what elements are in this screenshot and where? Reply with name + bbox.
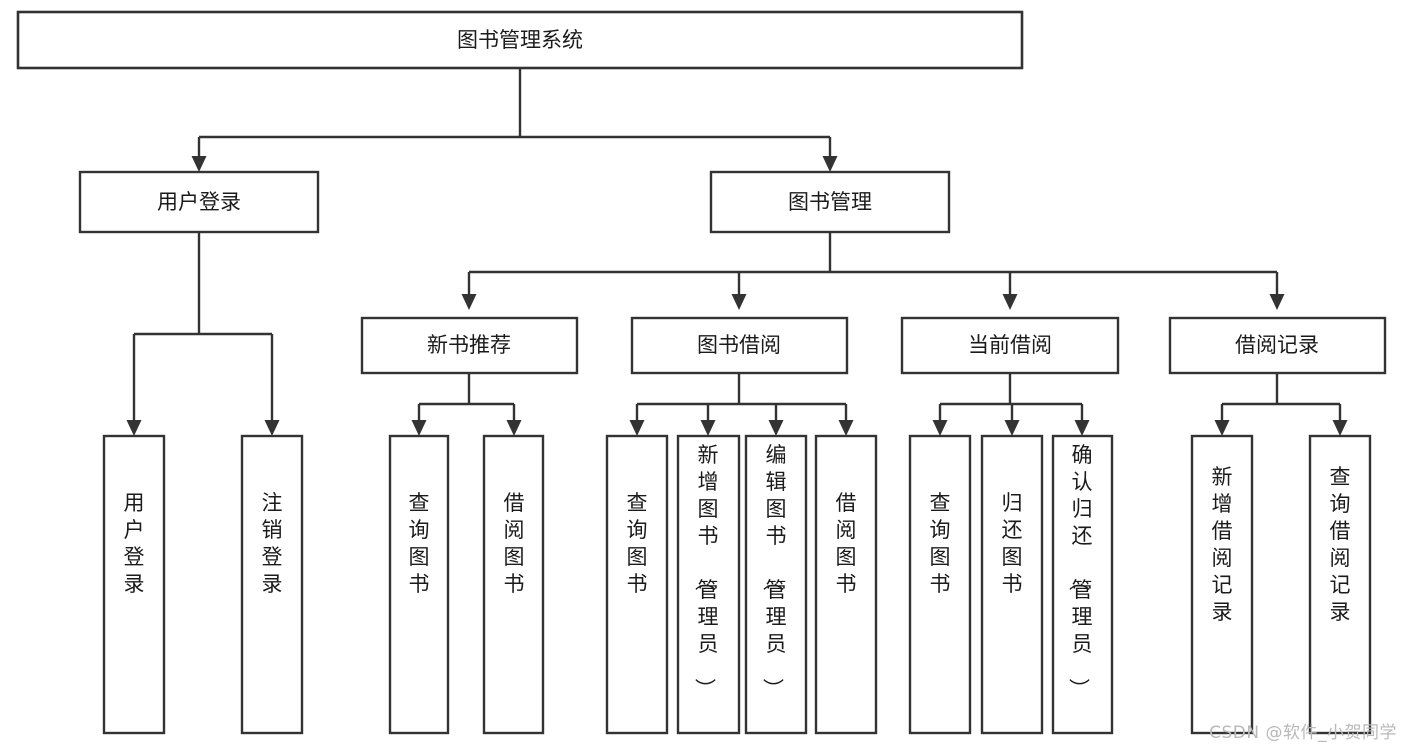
node-leaf-user-login[interactable]: 用户登录: [102, 434, 166, 735]
node-leaf-query-book-1-label: 查询图书: [409, 491, 430, 596]
connector-userlogin-to-leaves: [126, 232, 280, 436]
node-leaf-confirm-return-label: 确认归还（管理员）: [1067, 443, 1093, 699]
node-book-manage[interactable]: 图书管理: [709, 170, 951, 234]
node-leaf-add-record[interactable]: 新增借阅记录: [1190, 434, 1254, 735]
node-leaf-edit-book-label: 编辑图书（管理员）: [761, 443, 787, 699]
node-leaf-user-login-label: 用户登录: [124, 491, 145, 596]
node-current-borrow[interactable]: 当前借阅: [900, 316, 1120, 375]
node-user-login-label: 用户登录: [157, 190, 241, 214]
connector-bookmanage-to-level3: [461, 232, 1285, 310]
node-new-book-recommend-label: 新书推荐: [427, 333, 511, 357]
node-leaf-query-book-2[interactable]: 查询图书: [605, 434, 669, 735]
node-leaf-query-book-1[interactable]: 查询图书: [388, 434, 450, 735]
node-current-borrow-label: 当前借阅: [968, 333, 1052, 357]
node-leaf-query-record-label: 查询借阅记录: [1330, 465, 1351, 624]
node-borrow-record-label: 借阅记录: [1235, 333, 1319, 357]
node-leaf-add-book-label: 新增图书（管理员）: [693, 443, 719, 699]
node-book-manage-label: 图书管理: [788, 190, 872, 214]
node-leaf-user-logout-label: 注销登录: [262, 491, 283, 596]
node-leaf-user-logout[interactable]: 注销登录: [240, 434, 304, 735]
node-leaf-return-book[interactable]: 归还图书: [980, 434, 1044, 735]
node-user-login[interactable]: 用户登录: [78, 170, 320, 234]
node-new-book-recommend[interactable]: 新书推荐: [360, 316, 579, 375]
csdn-watermark: CSDN @软件_小贺同学: [1209, 723, 1397, 743]
node-leaf-add-record-label: 新增借阅记录: [1212, 465, 1233, 624]
node-root[interactable]: 图书管理系统: [16, 10, 1024, 70]
node-leaf-borrow-book-2[interactable]: 借阅图书: [814, 434, 878, 735]
node-borrow-record[interactable]: 借阅记录: [1168, 316, 1387, 375]
connector-bookborrow-to-leaves: [629, 373, 854, 436]
connector-layer: [126, 68, 1348, 436]
node-leaf-query-book-2-label: 查询图书: [627, 491, 648, 596]
node-leaf-add-book[interactable]: 新增图书（管理员）: [676, 434, 741, 735]
node-leaf-confirm-return[interactable]: 确认归还（管理员）: [1051, 434, 1114, 735]
node-leaf-borrow-book-1[interactable]: 借阅图书: [482, 434, 545, 735]
node-leaf-query-record[interactable]: 查询借阅记录: [1308, 434, 1372, 735]
node-leaf-borrow-book-1-label: 借阅图书: [504, 491, 525, 596]
node-root-label: 图书管理系统: [457, 28, 583, 52]
connector-newbook-to-leaves: [411, 373, 522, 436]
node-book-borrow[interactable]: 图书借阅: [630, 316, 849, 375]
connector-currentborrow-to-leaves: [932, 373, 1090, 436]
node-leaf-edit-book[interactable]: 编辑图书（管理员）: [744, 434, 808, 735]
node-leaf-query-book-3[interactable]: 查询图书: [908, 434, 972, 735]
node-leaf-borrow-book-2-label: 借阅图书: [836, 491, 857, 596]
node-leaf-return-book-label: 归还图书: [1002, 491, 1023, 596]
connector-root-to-level2: [191, 68, 838, 172]
node-leaf-query-book-3-label: 查询图书: [930, 491, 951, 596]
connector-borrowrecord-to-leaves: [1214, 373, 1348, 436]
node-book-borrow-label: 图书借阅: [697, 333, 781, 357]
